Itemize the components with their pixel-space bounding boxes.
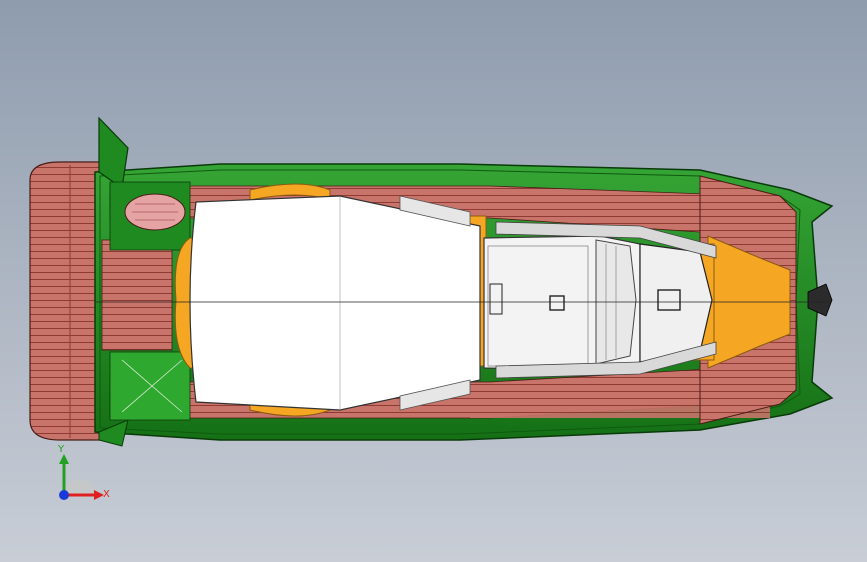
windscreen <box>495 221 717 379</box>
x-axis-label: X <box>103 489 110 500</box>
deck-hatch-icon <box>657 289 681 311</box>
stern-structure <box>109 181 191 421</box>
anchor-icon <box>807 283 833 317</box>
arch-fin <box>98 116 129 447</box>
helm-console <box>483 235 641 371</box>
coordinate-triad: X Y <box>44 440 124 520</box>
deck-hatch-icon <box>549 295 565 311</box>
coordinate-triad-icon <box>59 454 104 500</box>
canopy <box>189 195 481 411</box>
y-axis-label: Y <box>58 444 65 455</box>
